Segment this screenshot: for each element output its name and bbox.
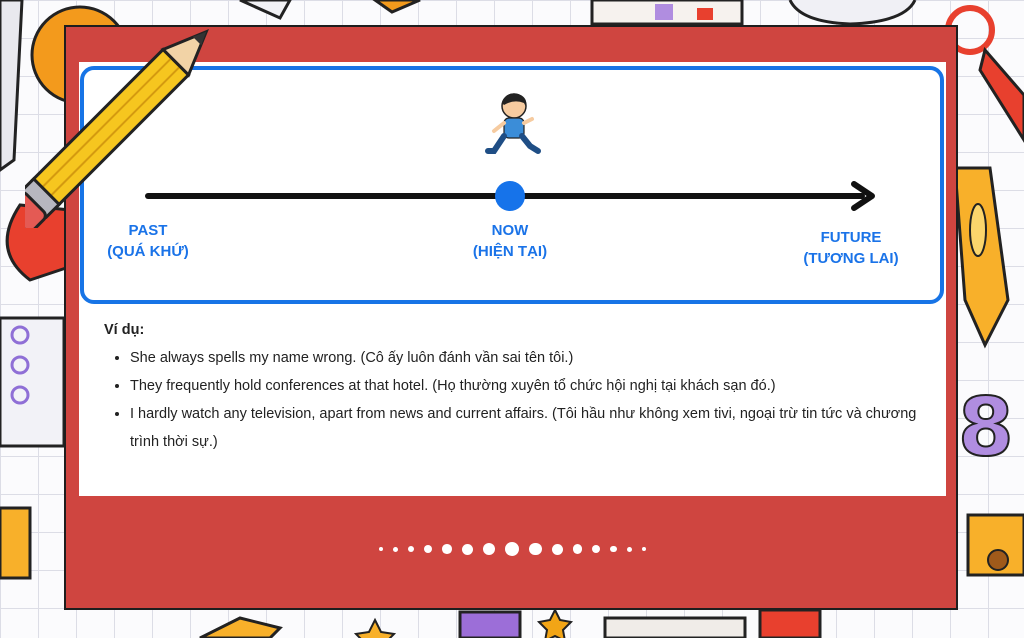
pagination-dot[interactable]: [592, 545, 600, 553]
pagination-dot[interactable]: [442, 544, 452, 554]
pagination-dot[interactable]: [424, 545, 432, 553]
pagination-dots: [0, 540, 1024, 558]
svg-text:8: 8: [958, 381, 1014, 474]
now-label: NOW (HIỆN TẠI): [460, 220, 560, 262]
past-label: PAST (QUÁ KHỨ): [98, 220, 198, 262]
pagination-dot[interactable]: [626, 546, 632, 552]
now-label-title: NOW: [491, 222, 529, 239]
pagination-dot[interactable]: [482, 542, 495, 556]
example-item: I hardly watch any television, apart fro…: [130, 400, 934, 456]
now-label-subtitle: (HIỆN TẠI): [472, 243, 548, 260]
pagination-dot[interactable]: [392, 546, 398, 552]
past-label-title: PAST: [128, 222, 168, 239]
future-label-title: FUTURE: [820, 229, 882, 246]
pagination-dot[interactable]: [529, 542, 542, 556]
pagination-dot[interactable]: [610, 545, 617, 553]
pagination-dot[interactable]: [641, 547, 646, 551]
pagination-dot-active[interactable]: [505, 542, 519, 556]
pagination-dot[interactable]: [378, 547, 383, 551]
running-boy-icon: [485, 93, 541, 154]
pagination-dot[interactable]: [461, 543, 473, 555]
example-item: She always spells my name wrong. (Cô ấy …: [130, 344, 934, 372]
pagination-dot[interactable]: [551, 543, 563, 555]
past-label-subtitle: (QUÁ KHỨ): [107, 243, 189, 260]
pagination-dot[interactable]: [407, 545, 414, 553]
examples-title: Ví dụ:: [104, 322, 145, 338]
pagination-dot[interactable]: [572, 544, 582, 554]
example-item: They frequently hold conferences at that…: [130, 372, 934, 400]
future-label: FUTURE (TƯƠNG LAI): [795, 227, 907, 269]
examples-section: Ví dụ: She always spells my name wrong. …: [104, 322, 934, 456]
future-label-subtitle: (TƯƠNG LAI): [803, 250, 899, 267]
pencil-illustration: [25, 29, 209, 228]
examples-list: She always spells my name wrong. (Cô ấy …: [104, 344, 934, 456]
